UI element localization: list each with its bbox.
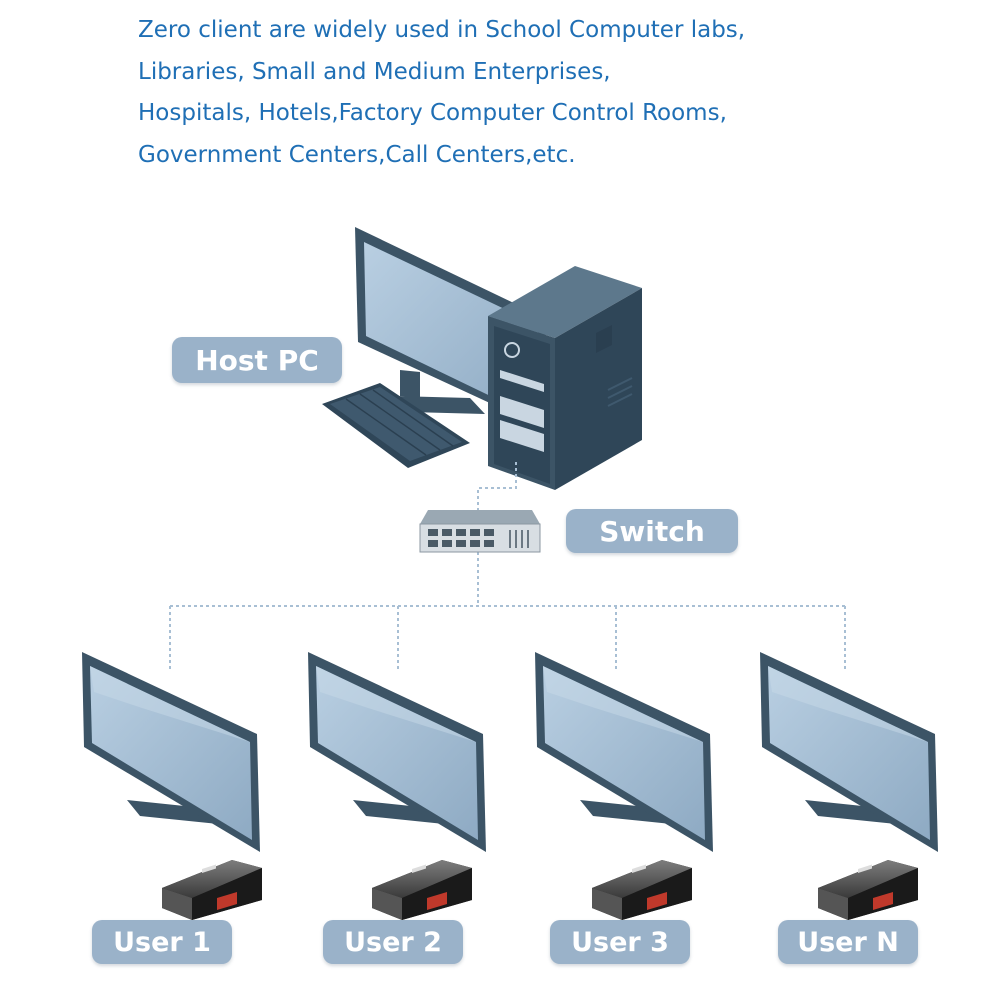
intro-line: Zero client are widely used in School Co… — [138, 17, 746, 43]
host-pc-label: Host PC — [172, 337, 342, 383]
intro-line: Libraries, Small and Medium Enterprises, — [138, 58, 611, 85]
intro-text: Zero client are widely used in School Co… — [138, 10, 898, 176]
zero-client-icon — [162, 860, 262, 920]
user-label: User 2 — [323, 920, 463, 964]
user-label: User N — [778, 920, 918, 964]
intro-line: Hospitals, Hotels,Factory Computer Contr… — [138, 100, 727, 126]
user-label: User 3 — [550, 920, 690, 964]
tower-case-icon — [488, 266, 642, 490]
switch-label: Switch — [566, 509, 738, 553]
zero-client-icon — [592, 860, 692, 920]
keyboard-icon — [322, 383, 470, 468]
user-monitor-icon — [535, 652, 713, 852]
intro-line: Government Centers,Call Centers,etc. — [138, 141, 576, 168]
user-monitor-icon — [82, 652, 260, 852]
network-connector-lines — [169, 462, 846, 672]
user-label: User 1 — [92, 920, 232, 964]
network-switch-icon — [419, 510, 541, 553]
zero-client-icon — [372, 860, 472, 920]
user-monitor-icon — [308, 652, 486, 852]
user-monitor-icon — [760, 652, 938, 852]
zero-client-icon — [818, 860, 918, 920]
